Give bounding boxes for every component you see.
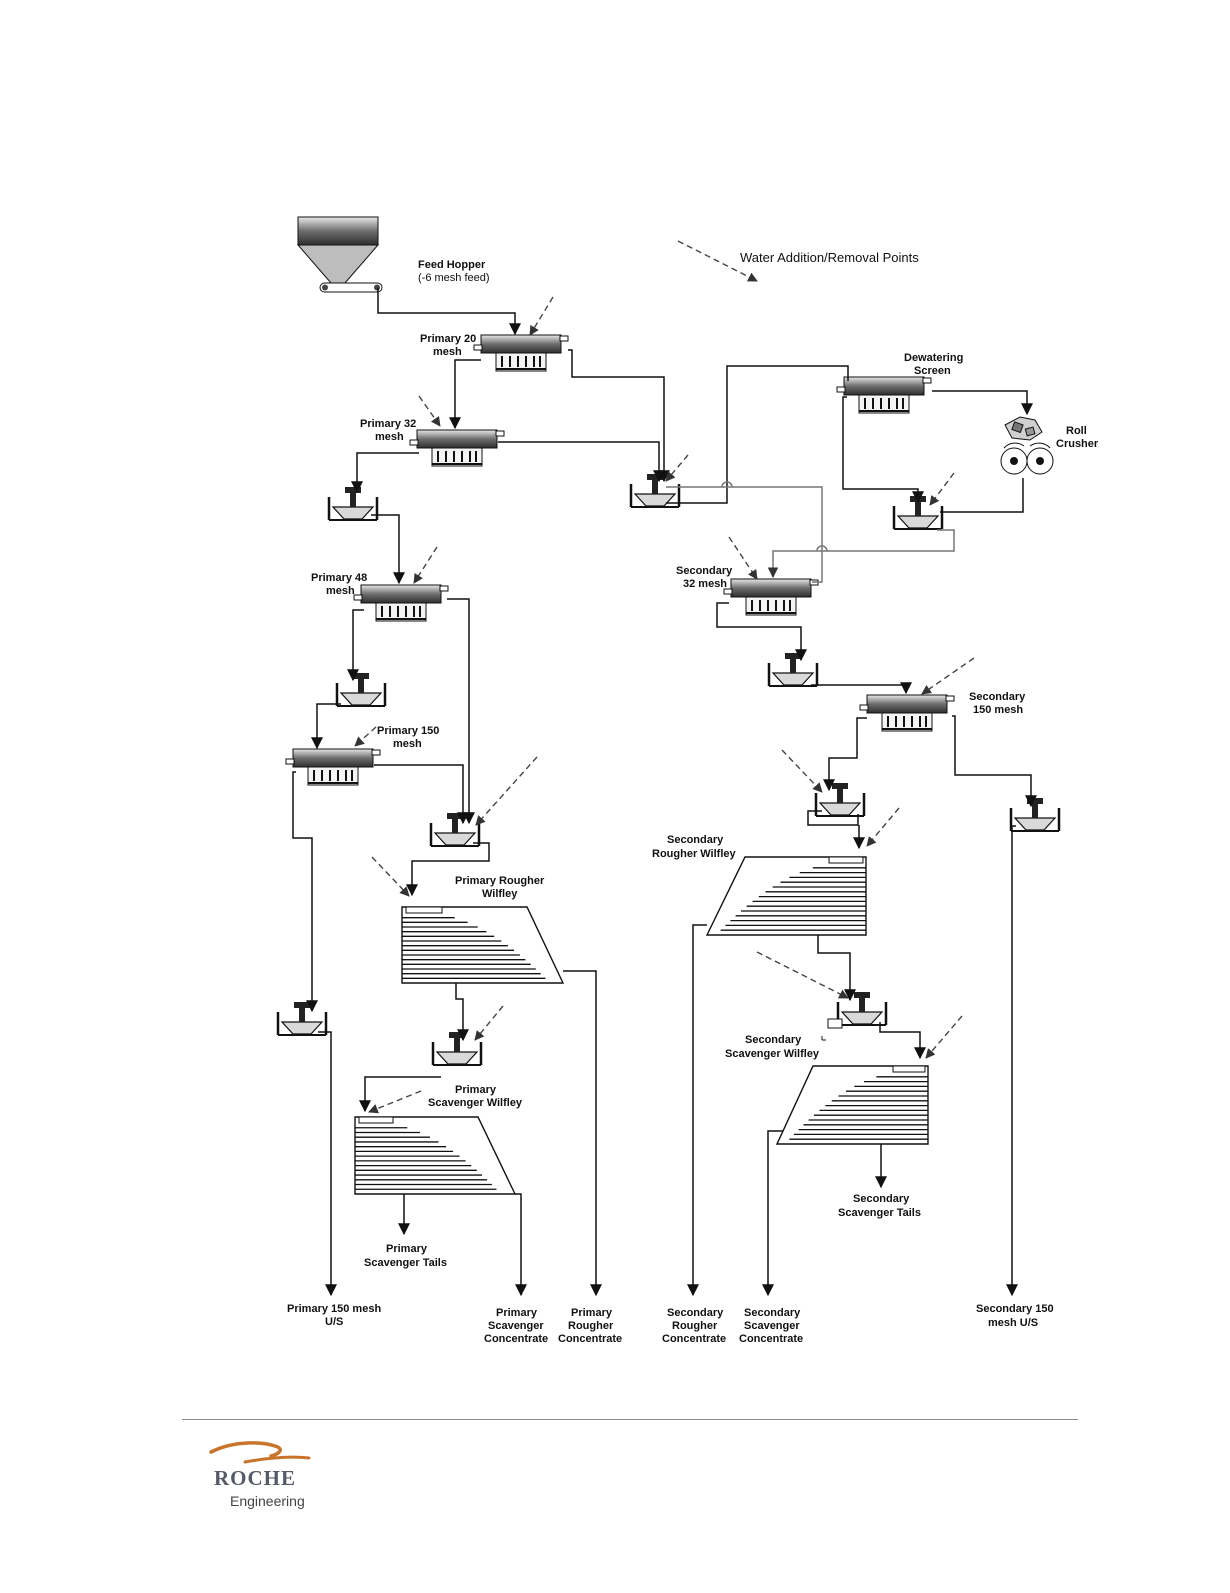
footer-divider <box>182 1419 1078 1420</box>
dewatering-screen <box>836 376 932 414</box>
primary-rougher-wilfley-table <box>401 906 565 984</box>
primary-scavenger-tails-sublabel: Scavenger Tails <box>364 1257 447 1269</box>
pump-primary-scavenger-feed <box>431 1030 483 1067</box>
feed-hopper-label: Feed Hopper <box>418 259 486 271</box>
secondary-150-label: Secondary <box>969 691 1026 703</box>
legend-label: Water Addition/Removal Points <box>740 250 919 265</box>
roll-crusher <box>1000 416 1054 475</box>
primary-20-label: Primary 20 <box>420 333 476 345</box>
primary-48-sublabel: mesh <box>326 585 355 597</box>
primary-scavenger-wilfley-table <box>354 1116 517 1195</box>
primary-20-sublabel: mesh <box>433 346 462 358</box>
out-primary-150-mesh-label: Primary 150 mesh <box>287 1303 381 1315</box>
primary-48-mesh-screen <box>353 584 449 622</box>
secondary-scavenger-tails-label: Secondary <box>853 1193 910 1205</box>
secondary-32-sublabel: 32 mesh <box>683 578 727 590</box>
secondary-scavenger-wilfley-table <box>775 1065 929 1145</box>
primary-150-label: Primary 150 <box>377 725 439 737</box>
secondary-rougher-wilfley-label: Secondary <box>667 834 724 846</box>
primary-32-label: Primary 32 <box>360 418 416 430</box>
primary-32-sublabel: mesh <box>375 431 404 443</box>
secondary-scavenger-tails-sublabel: Scavenger Tails <box>838 1207 921 1219</box>
pump-secondary-150-oversize <box>1009 796 1061 833</box>
primary-32-mesh-screen <box>409 429 505 467</box>
secondary-32-label: Secondary <box>676 565 733 577</box>
secondary-rougher-wilfley-sublabel: Rougher Wilfley <box>652 848 737 860</box>
company-name: ROCHE <box>214 1466 297 1490</box>
pump-secondary-scavenger-feed <box>836 990 888 1027</box>
pump-primary-150-undersize <box>276 1000 328 1037</box>
secondary-scavenger-wilfley-sublabel: Scavenger Wilfley <box>725 1048 820 1060</box>
feed-hopper-sublabel: (-6 mesh feed) <box>418 272 490 284</box>
out-primary-rougher-concentrate-line2: Rougher <box>568 1320 614 1332</box>
pump-primary-32-undersize <box>327 485 379 522</box>
pump-secondary-150-undersize <box>814 781 866 818</box>
out-primary-scavenger-concentrate-line1: Primary <box>496 1307 538 1319</box>
out-primary-scavenger-concentrate-line2: Scavenger <box>488 1320 544 1332</box>
out-secondary-rougher-concentrate-line3: Concentrate <box>662 1333 726 1345</box>
out-primary-150-mesh-sublabel: U/S <box>325 1316 343 1328</box>
out-secondary-scavenger-concentrate-line3: Concentrate <box>739 1333 803 1345</box>
secondary-32-mesh-screen <box>723 578 819 616</box>
legend-water-arrow <box>677 240 758 282</box>
flow-lines <box>292 288 1037 1297</box>
primary-20-mesh-screen <box>473 334 569 372</box>
secondary-150-sublabel: 150 mesh <box>973 704 1023 716</box>
roll-crusher-label: Roll <box>1066 425 1087 437</box>
secondary-rougher-wilfley-table <box>705 856 867 936</box>
primary-scavenger-wilfley-label: Primary <box>455 1084 497 1096</box>
out-secondary-150-mesh-label: Secondary 150 <box>976 1303 1054 1315</box>
out-secondary-scavenger-concentrate-line1: Secondary <box>744 1307 801 1319</box>
primary-150-mesh-screen <box>285 748 381 786</box>
primary-rougher-wilfley-label: Primary Rougher <box>455 875 545 887</box>
roll-crusher-sublabel: Crusher <box>1056 438 1099 450</box>
primary-48-label: Primary 48 <box>311 572 367 584</box>
out-secondary-rougher-concentrate-line2: Rougher <box>672 1320 718 1332</box>
water-addition-arrows <box>354 296 975 1114</box>
out-secondary-rougher-concentrate-line1: Secondary <box>667 1307 724 1319</box>
grey-flow-lines <box>666 481 955 583</box>
out-primary-rougher-concentrate-line1: Primary <box>571 1307 613 1319</box>
roche-logo-swoosh-icon <box>209 1441 311 1464</box>
secondary-scavenger-wilfley-label: Secondary <box>745 1034 802 1046</box>
secondary-150-mesh-screen <box>859 694 955 732</box>
primary-scavenger-tails-label: Primary <box>386 1243 428 1255</box>
pump-primary-48-undersize <box>335 671 387 708</box>
out-secondary-150-mesh-sublabel: mesh U/S <box>988 1317 1038 1329</box>
primary-rougher-wilfley-sublabel: Wilfley <box>482 888 518 900</box>
company-division: Engineering <box>230 1493 305 1509</box>
pump-primary-oversize <box>629 472 681 509</box>
primary-scavenger-wilfley-sublabel: Scavenger Wilfley <box>428 1097 523 1109</box>
out-secondary-scavenger-concentrate-line2: Scavenger <box>744 1320 800 1332</box>
pump-primary-rougher-feed <box>429 811 481 848</box>
dewatering-label: Dewatering <box>904 352 963 364</box>
out-primary-scavenger-concentrate-line3: Concentrate <box>484 1333 548 1345</box>
feed-hopper <box>296 216 383 293</box>
primary-150-sublabel: mesh <box>393 738 422 750</box>
out-primary-rougher-concentrate-line3: Concentrate <box>558 1333 622 1345</box>
dewatering-sublabel: Screen <box>914 365 951 377</box>
pump-secondary-32-undersize <box>767 651 819 688</box>
